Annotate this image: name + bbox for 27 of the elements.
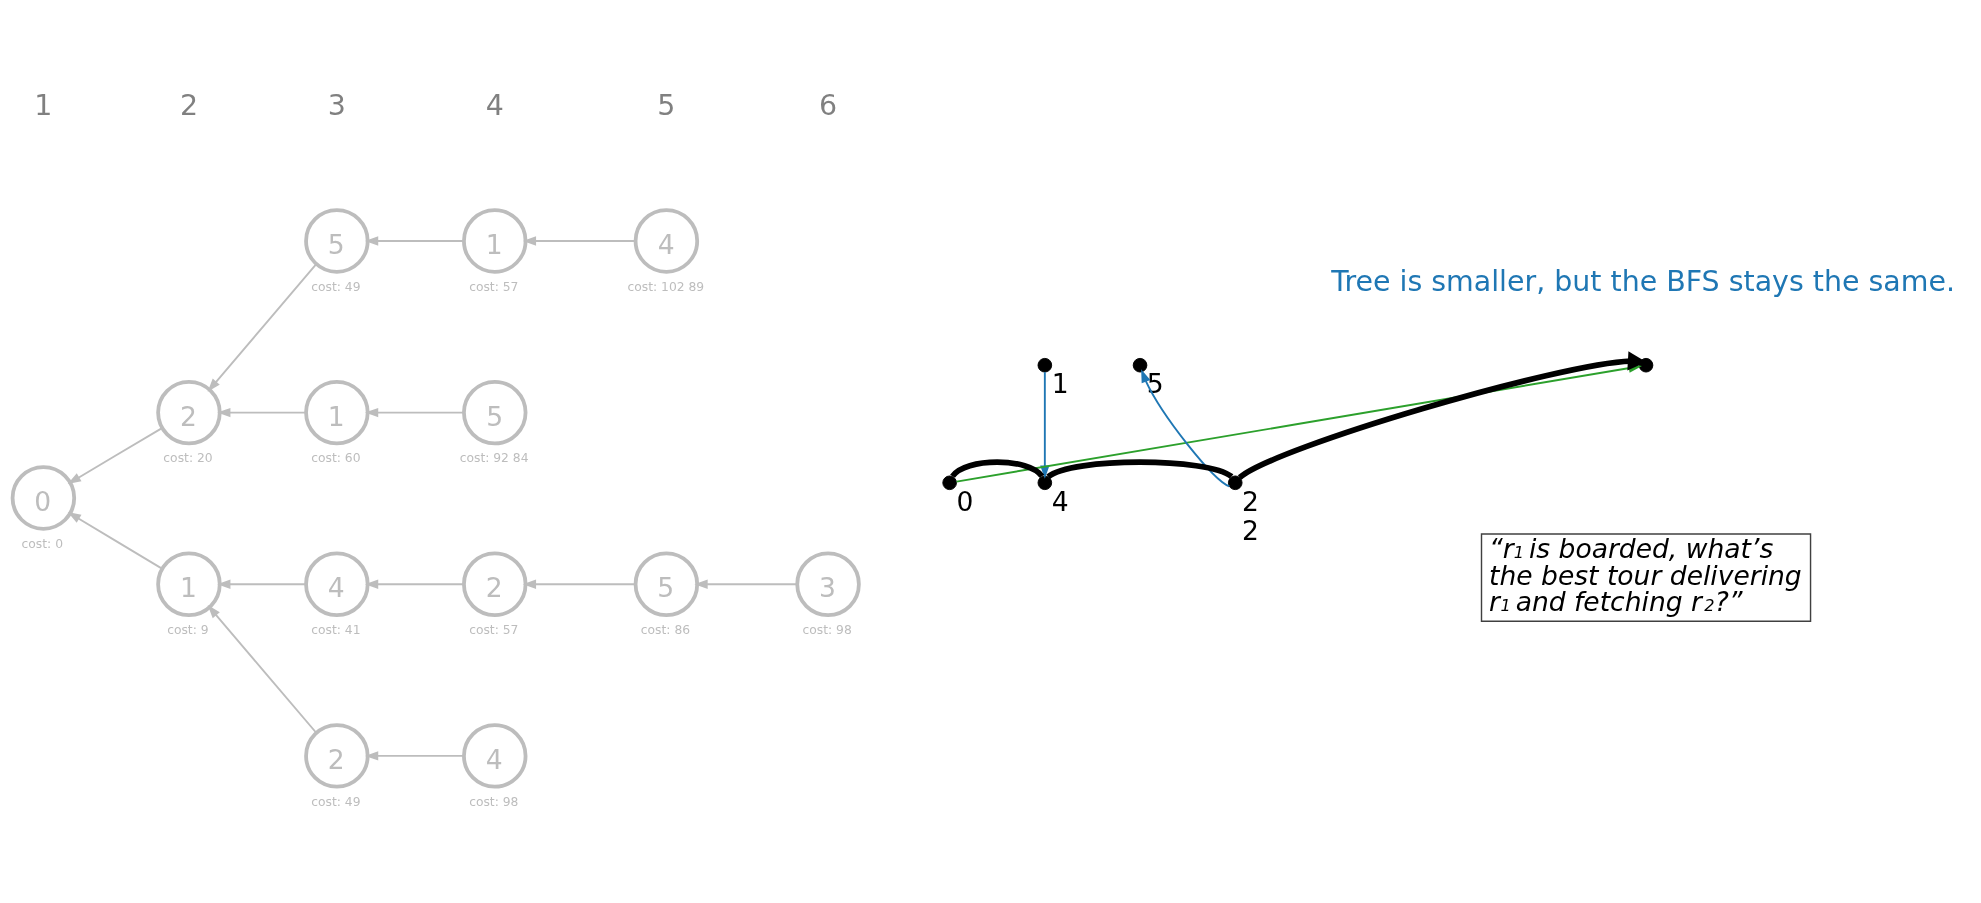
label: 5 <box>657 89 676 123</box>
node-label: cost: 98 <box>469 794 519 809</box>
node-label: cost: 49 <box>311 794 361 809</box>
node-label: cost: 98 <box>802 622 852 637</box>
node-label: 4 <box>1051 485 1069 517</box>
node-label: cost: 9 <box>167 622 209 637</box>
node-label: 2 <box>1242 515 1259 547</box>
node-label: cost: 86 <box>640 622 691 637</box>
node-label: cost: 57 <box>469 622 519 637</box>
node-label: 1 <box>1051 368 1069 400</box>
label: 6 <box>819 89 838 123</box>
label: 1 <box>34 89 53 123</box>
node-label: cost: 102 89 <box>627 279 705 294</box>
label: 2 <box>179 89 199 123</box>
node-label: cost: 20 <box>163 451 213 466</box>
node-label: cost: 49 <box>311 279 361 294</box>
node-label: cost: 41 <box>311 622 361 637</box>
node-label: cost: 57 <box>469 279 519 294</box>
node-label: cost: 0 <box>21 536 64 551</box>
label: 3 <box>327 89 346 123</box>
node-label: 5 <box>1146 368 1164 400</box>
node-label: cost: 60 <box>311 451 361 466</box>
label: Tree is smaller, but the BFS stays the same. <box>1331 264 1955 298</box>
node-label: 0 <box>956 485 974 517</box>
node-label: cost: 92 84 <box>459 451 529 466</box>
label: 4 <box>485 89 504 123</box>
node-label: 2 <box>1242 485 1259 517</box>
